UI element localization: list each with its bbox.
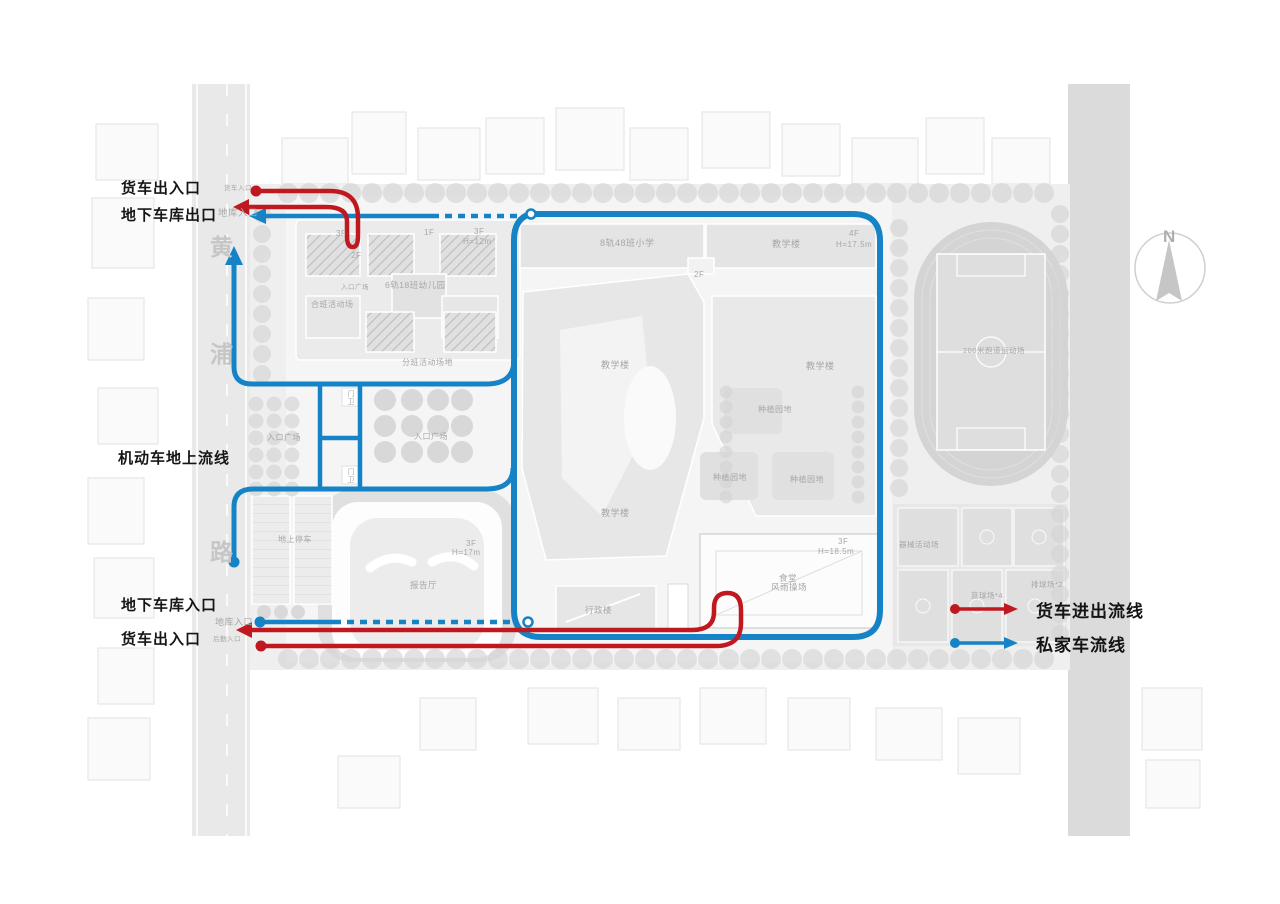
sports-courts bbox=[893, 504, 1067, 646]
truck-route-arrow-icon bbox=[950, 603, 1018, 615]
plan-label: 种植园地 bbox=[790, 475, 824, 484]
label-garage-entrance: 地下车库入口 bbox=[121, 597, 218, 614]
right-road bbox=[1068, 84, 1130, 836]
label-garage-exit: 地下车库出口 bbox=[121, 207, 218, 224]
plan-label: 种植园地 bbox=[758, 405, 792, 414]
gatehouses bbox=[341, 387, 359, 485]
canteen-building bbox=[699, 533, 879, 629]
legend: 货车进出流线 私家车流线 bbox=[948, 592, 1208, 660]
label-surface-circulation: 机动车地上流线 bbox=[118, 450, 231, 467]
truck-route-bottom bbox=[236, 590, 744, 652]
plan-label: 报告厅 bbox=[410, 580, 438, 590]
plan-label: 2F bbox=[694, 270, 705, 279]
plan-label: 教学楼 bbox=[772, 239, 801, 249]
plan-label: 入口广场 bbox=[267, 433, 301, 442]
plan-label: 教学楼 bbox=[601, 508, 630, 518]
teaching-buildings bbox=[519, 223, 877, 561]
auditorium-building bbox=[318, 490, 516, 662]
plan-label: 器械活动场 bbox=[899, 540, 939, 549]
plan-label: 地上停车 bbox=[278, 535, 312, 544]
road-name-char: 黄 bbox=[210, 234, 233, 260]
compass bbox=[1134, 232, 1206, 304]
truck-route-top bbox=[233, 185, 361, 250]
plan-label: 2F bbox=[351, 251, 362, 260]
parking-area bbox=[251, 495, 333, 619]
plan-label: 200米跑道运动场 bbox=[963, 346, 1026, 355]
plan-label: 入口广场 bbox=[341, 284, 369, 291]
plan-label: 地库入口 bbox=[218, 208, 259, 219]
plan-label: 门卫 bbox=[347, 468, 354, 484]
car-route-loop bbox=[511, 211, 883, 640]
plan-label: H=17.5m bbox=[836, 240, 873, 249]
legend-truck-label: 货车进出流线 bbox=[1036, 601, 1144, 621]
plan-label: 行政楼 bbox=[585, 605, 613, 615]
plan-label: 4F bbox=[849, 229, 860, 238]
car-route-road bbox=[231, 261, 517, 560]
plan-label: 3F bbox=[838, 537, 849, 546]
label-truck-gate-bottom: 货车出入口 bbox=[121, 631, 202, 648]
running-track bbox=[914, 222, 1068, 486]
plan-label: 6轨18班幼儿园 bbox=[385, 280, 446, 290]
kindergarten-block bbox=[295, 219, 521, 361]
plan-label: 风雨操场 bbox=[771, 582, 808, 592]
plan-label: 种植园地 bbox=[713, 473, 747, 482]
plan-label: 食堂 bbox=[779, 573, 798, 583]
plan-label: 教学楼 bbox=[601, 360, 630, 370]
garage-dashed-bottom bbox=[254, 616, 534, 628]
plan-label: 地库入口 bbox=[215, 617, 254, 627]
plan-label: 教学楼 bbox=[806, 361, 835, 371]
car-route-arrow-icon bbox=[950, 637, 1018, 649]
label-truck-gate-top: 货车出入口 bbox=[121, 180, 202, 197]
plan-label: 货车入口 bbox=[224, 185, 252, 192]
plan-label: H=18.5m bbox=[818, 547, 855, 556]
context-buildings bbox=[87, 107, 1203, 809]
plan-label: H=12m bbox=[463, 237, 492, 246]
road-name-char: 路 bbox=[210, 539, 233, 565]
plan-label: 1F bbox=[424, 228, 435, 237]
plan-label: 8轨48班小学 bbox=[600, 238, 655, 248]
plan-label: 排球场*2 bbox=[1031, 580, 1064, 589]
plan-label: 3F bbox=[466, 539, 477, 548]
legend-row-truck: 货车进出流线 bbox=[948, 592, 1208, 626]
plan-label: 3F bbox=[474, 227, 485, 236]
tree-rows bbox=[248, 183, 1069, 669]
plan-label: 合班活动场 bbox=[311, 300, 354, 309]
compass-north-label: N bbox=[1163, 227, 1176, 246]
plan-label: 3F bbox=[336, 229, 347, 238]
plan-label: 分班活动场地 bbox=[402, 358, 453, 367]
admin-building bbox=[555, 583, 689, 631]
road-name-char: 浦 bbox=[210, 341, 233, 367]
plan-label: H=17m bbox=[452, 548, 481, 557]
car-route-arrow-north bbox=[225, 246, 243, 568]
plan-label: 门卫 bbox=[347, 390, 354, 406]
legend-car-label: 私家车流线 bbox=[1036, 635, 1126, 655]
plan-label: 后勤入口 bbox=[213, 636, 241, 643]
legend-row-car: 私家车流线 bbox=[948, 626, 1208, 660]
plan-label: 篮球场*4 bbox=[971, 591, 1004, 600]
plan-label: 入口广场 bbox=[414, 432, 448, 441]
